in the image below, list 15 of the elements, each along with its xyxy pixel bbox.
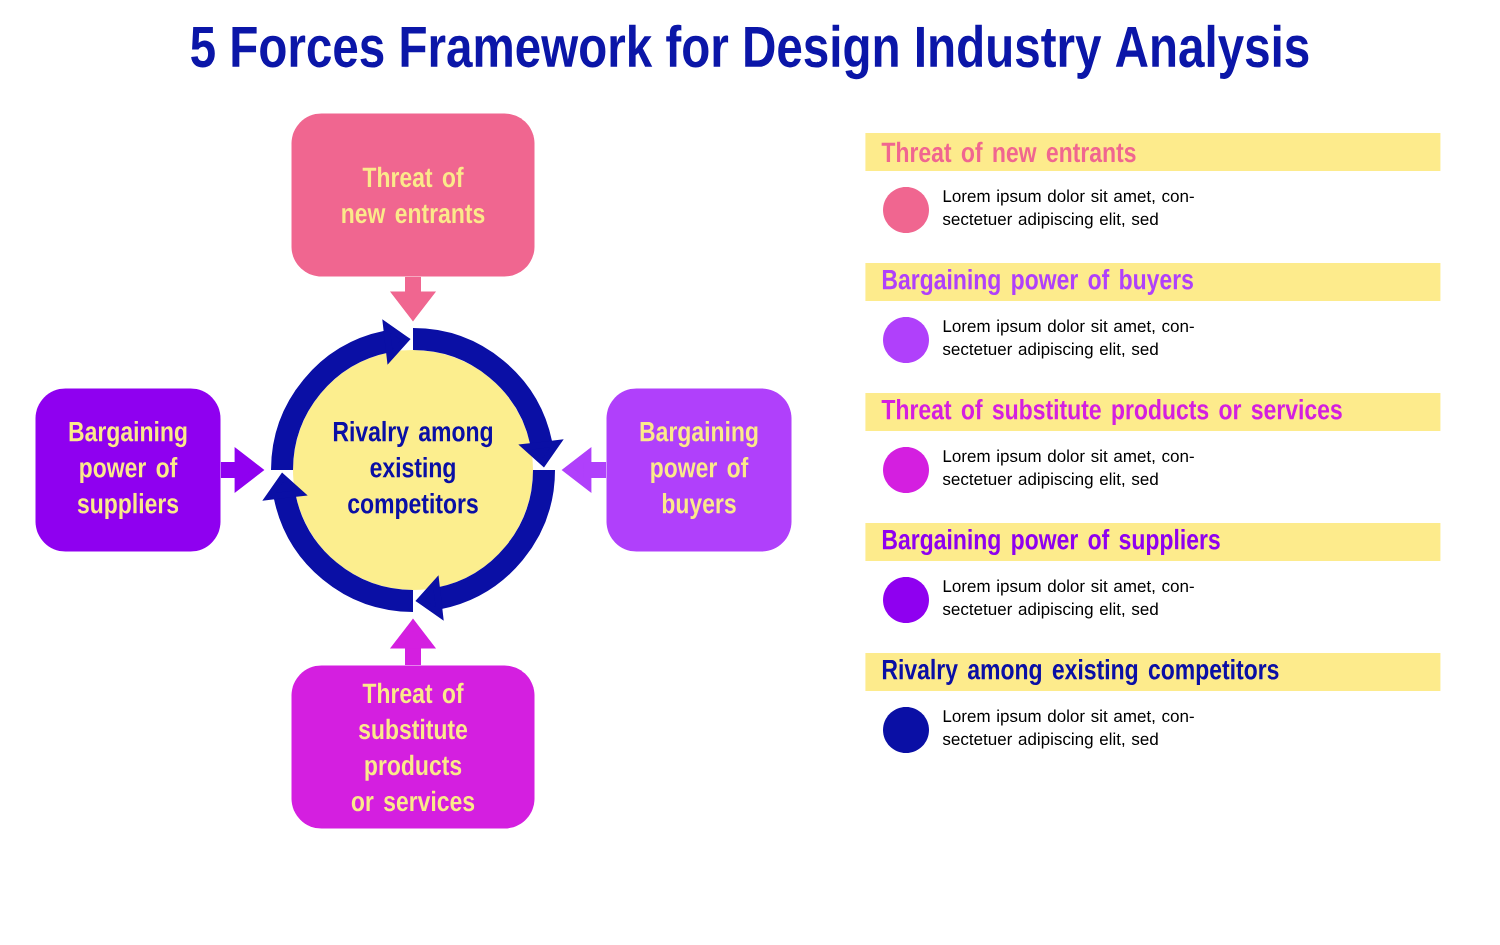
heading-band: Bargaining power of buyers xyxy=(865,263,1441,301)
description-text: Lorem ipsum dolor sit amet, con- sectetuer adipiscing elit, sed xyxy=(942,319,1194,359)
heading-band: Rivalry among existing competitors xyxy=(865,653,1441,691)
force-box: Bargaining power of suppliers xyxy=(35,388,221,552)
heading-band: Bargaining power of suppliers xyxy=(865,523,1441,561)
title: 5 Forces Framework for Design Industry Analysis xyxy=(191,24,1309,80)
description-text: Lorem ipsum dolor sit amet, con- sectetuer adipiscing elit, sed xyxy=(942,449,1194,489)
force-box: Bargaining power of buyers xyxy=(606,388,792,552)
force-box: Threat of substitute products or services xyxy=(291,665,535,829)
description-text: Lorem ipsum dolor sit amet, con- sectetuer adipiscing elit, sed xyxy=(942,579,1194,619)
heading-band: Threat of new entrants xyxy=(865,133,1441,171)
heading-band: Threat of substitute products or services xyxy=(865,393,1441,431)
force-box: Threat of new entrants xyxy=(291,113,535,277)
description-text: Lorem ipsum dolor sit amet, con- sectetuer adipiscing elit, sed xyxy=(942,709,1194,749)
description-text: Lorem ipsum dolor sit amet, con- sectetuer adipiscing elit, sed xyxy=(942,189,1194,229)
